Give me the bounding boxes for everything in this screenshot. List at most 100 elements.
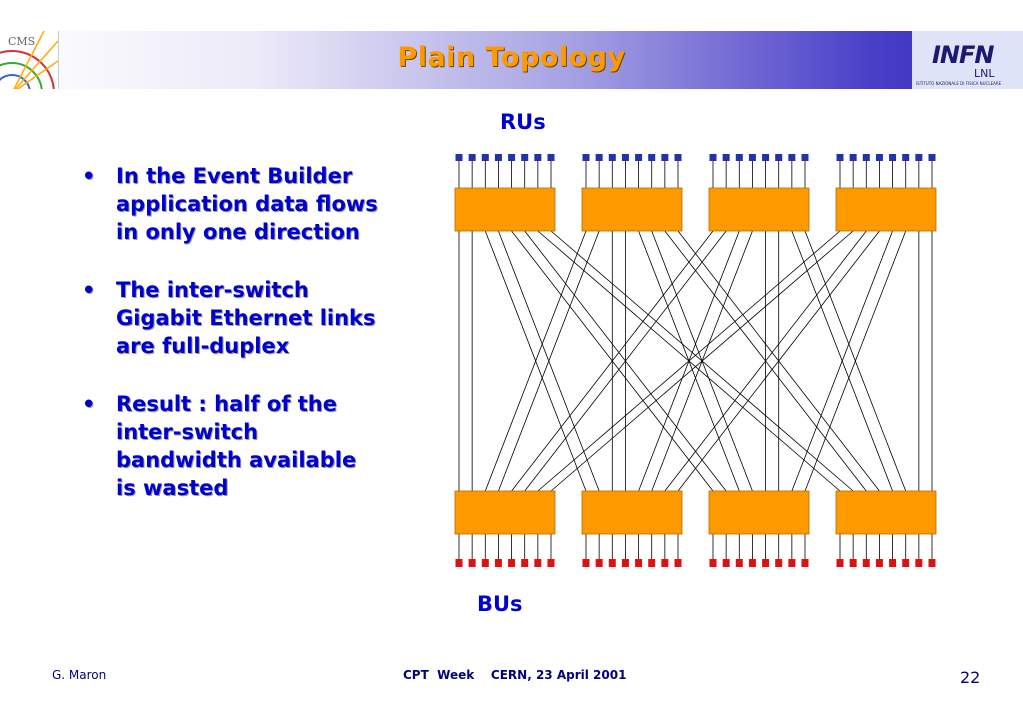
ru-port	[547, 154, 555, 161]
ru-port	[849, 154, 857, 161]
inter-switch-link	[664, 230, 867, 492]
footer-event: CPT Week CERN, 23 April 2001	[403, 668, 627, 682]
bullet-icon: •	[82, 164, 96, 188]
bullet-list: • In the Event Builder application data f…	[82, 162, 382, 532]
infn-logo: INFN LNL ISTITUTO NAZIONALE DI FISICA NU…	[912, 31, 1023, 89]
ru-port	[762, 154, 770, 161]
ru-port	[508, 154, 516, 161]
bu-port	[902, 559, 910, 567]
infn-logo-caption: ISTITUTO NAZIONALE DI FISICA NUCLEARE	[916, 81, 1002, 86]
ru-port	[481, 154, 489, 161]
ru-port	[621, 154, 629, 161]
bu-port	[534, 559, 542, 567]
slide-title: Plain Topology	[397, 42, 626, 73]
infn-logo-text: INFN	[932, 41, 994, 69]
inter-switch-link	[511, 230, 714, 492]
ru-port	[788, 154, 796, 161]
bu-port	[928, 559, 936, 567]
bu-port	[455, 559, 463, 567]
ru-port	[889, 154, 897, 161]
inter-switch-link	[804, 230, 907, 492]
bus-label: BUs	[477, 592, 523, 616]
ru-port	[735, 154, 743, 161]
page-number: 22	[960, 668, 981, 687]
inter-switch-link	[550, 230, 854, 492]
bu-port	[915, 559, 923, 567]
ru-port	[455, 154, 463, 161]
ru-switch	[835, 187, 937, 232]
bu-port	[674, 559, 682, 567]
bullet-text: Result : half of the inter-switch bandwi…	[116, 392, 357, 500]
bu-switch	[581, 490, 683, 535]
ru-port	[801, 154, 809, 161]
bu-port	[722, 559, 730, 567]
bu-port	[582, 559, 590, 567]
bu-port	[775, 559, 783, 567]
bu-port	[481, 559, 489, 567]
ru-port	[875, 154, 883, 161]
inter-switch-link	[524, 230, 727, 492]
inter-switch-link	[791, 230, 893, 492]
cms-logo: CMS	[0, 31, 59, 89]
bullet-text: The inter-switch Gigabit Ethernet links …	[116, 278, 376, 358]
ru-switch	[581, 187, 683, 232]
bullet-item: •The inter-switch Gigabit Ethernet links…	[82, 276, 382, 360]
bu-port	[709, 559, 717, 567]
ru-port	[722, 154, 730, 161]
bu-port	[849, 559, 857, 567]
ru-port	[494, 154, 502, 161]
ru-port	[534, 154, 542, 161]
bullet-icon: •	[82, 392, 96, 416]
footer-author: G. Maron	[52, 668, 107, 682]
bu-port	[836, 559, 844, 567]
ru-port	[661, 154, 669, 161]
bu-port	[862, 559, 870, 567]
bullet-item: • Result : half of the inter-switch bandw…	[82, 390, 382, 502]
rus-label: RUs	[500, 110, 546, 134]
bu-port	[635, 559, 643, 567]
ru-port	[521, 154, 529, 161]
ru-port	[595, 154, 603, 161]
bu-port	[521, 559, 529, 567]
ru-switch	[708, 187, 810, 232]
ru-port	[862, 154, 870, 161]
ru-switch	[454, 187, 556, 232]
bu-port	[494, 559, 502, 567]
bu-port	[801, 559, 809, 567]
bu-port	[621, 559, 629, 567]
bu-port	[508, 559, 516, 567]
bullet-item: • In the Event Builder application data f…	[82, 162, 382, 246]
inter-switch-link	[498, 230, 600, 492]
cms-logo-text: CMS	[8, 35, 36, 48]
ru-port	[648, 154, 656, 161]
bu-port	[875, 559, 883, 567]
bu-port	[735, 559, 743, 567]
ru-port	[635, 154, 643, 161]
bullet-text: In the Event Builder application data fl…	[116, 164, 378, 244]
ru-port	[902, 154, 910, 161]
bu-port	[468, 559, 476, 567]
ru-port	[468, 154, 476, 161]
ru-port	[836, 154, 844, 161]
ru-port	[582, 154, 590, 161]
bu-switch	[708, 490, 810, 535]
ru-port	[775, 154, 783, 161]
bu-port	[595, 559, 603, 567]
ru-port	[709, 154, 717, 161]
inter-switch-link	[537, 230, 841, 492]
bu-switch	[454, 490, 556, 535]
bu-port	[661, 559, 669, 567]
ru-port	[674, 154, 682, 161]
ru-port	[608, 154, 616, 161]
network-topology-diagram	[454, 154, 937, 567]
inter-switch-link	[484, 230, 587, 492]
cms-detector-icon	[0, 31, 58, 89]
bu-port	[608, 559, 616, 567]
inter-switch-link	[677, 230, 880, 492]
bu-port	[889, 559, 897, 567]
bu-port	[648, 559, 656, 567]
ru-port	[915, 154, 923, 161]
bu-switch	[835, 490, 937, 535]
bu-port	[748, 559, 756, 567]
title-bar	[0, 31, 1023, 89]
